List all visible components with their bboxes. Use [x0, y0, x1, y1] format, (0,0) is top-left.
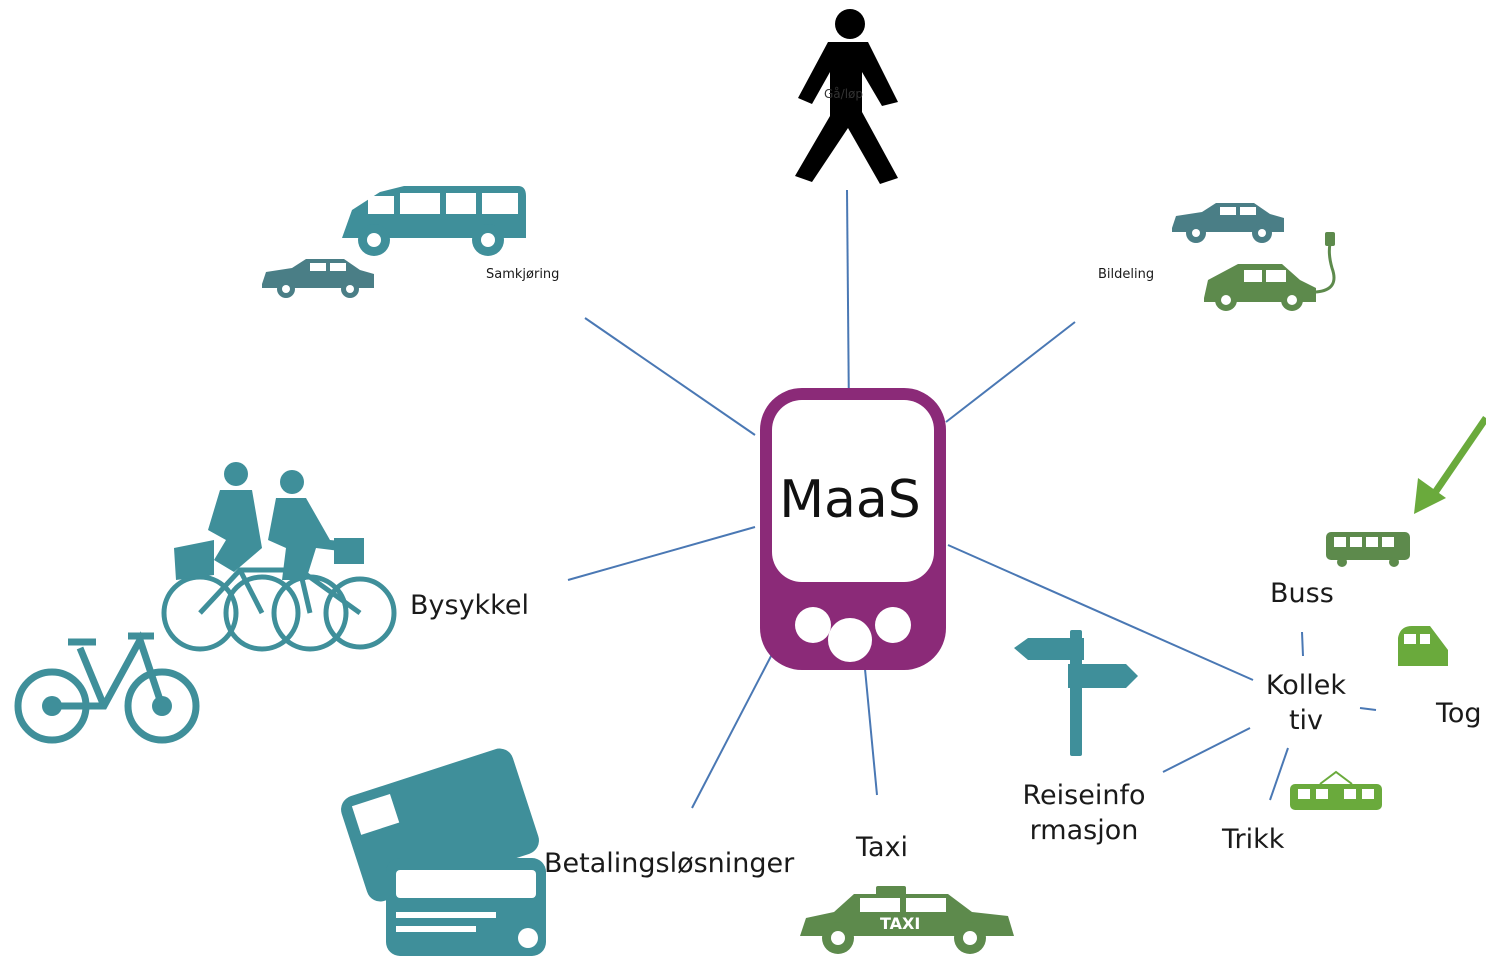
connector-carpool — [584, 317, 756, 436]
train-icon — [1398, 626, 1448, 666]
sedan-icon — [262, 259, 374, 298]
connector-transit — [947, 544, 1254, 681]
signpost-icon — [1014, 630, 1138, 756]
tandem-bicycle-icon — [161, 567, 397, 652]
cyclists-icon — [174, 462, 364, 580]
taxi-badge-text: TAXI — [880, 914, 921, 933]
maas-label: MaaS — [779, 470, 921, 530]
walking-person-icon — [795, 9, 898, 184]
sedan-icon-2 — [1172, 203, 1284, 243]
connector-travelinfo — [1162, 727, 1251, 773]
tram-label: Trikk — [1222, 824, 1285, 855]
transit-line-2: tiv — [1288, 705, 1324, 737]
bus-icon — [1326, 532, 1410, 567]
connector-tram — [1269, 747, 1289, 801]
bus-label: Buss — [1270, 578, 1334, 609]
transit-label: Kollek tiv — [1254, 668, 1358, 738]
maas-phone-icon — [760, 388, 946, 670]
minivan-icon — [342, 186, 526, 256]
transit-line-1: Kollek — [1265, 670, 1347, 701]
folding-bicycle-icon — [14, 631, 200, 744]
travelinfo-line-1: Reiseinfo — [1022, 780, 1146, 811]
connector-carshare — [945, 321, 1076, 423]
carpool-label: Samkjøring — [486, 267, 560, 282]
connector-walk — [846, 189, 850, 418]
taxi-label: Taxi — [856, 832, 909, 863]
payment-label: Betalingsløsninger — [544, 848, 795, 879]
connector-citybike — [567, 526, 756, 581]
taxi-icon — [800, 886, 1014, 954]
folding-bicycle-hubs — [42, 696, 172, 716]
carshare-label: Bildeling — [1098, 267, 1155, 282]
tram-icon — [1290, 770, 1382, 810]
travelinfo-line-2: rmasjon — [1029, 815, 1139, 847]
electric-car-icon — [1204, 232, 1336, 311]
credit-cards-icon — [341, 748, 546, 956]
connector-train — [1359, 707, 1377, 711]
travelinfo-label: Reiseinfo rmasjon — [1016, 778, 1152, 848]
connector-bus — [1301, 631, 1304, 657]
arrow-icon — [1414, 416, 1486, 514]
walk-label: Gå/løp — [824, 87, 863, 101]
citybike-label: Bysykkel — [410, 590, 529, 621]
train-label: Tog — [1436, 698, 1482, 729]
